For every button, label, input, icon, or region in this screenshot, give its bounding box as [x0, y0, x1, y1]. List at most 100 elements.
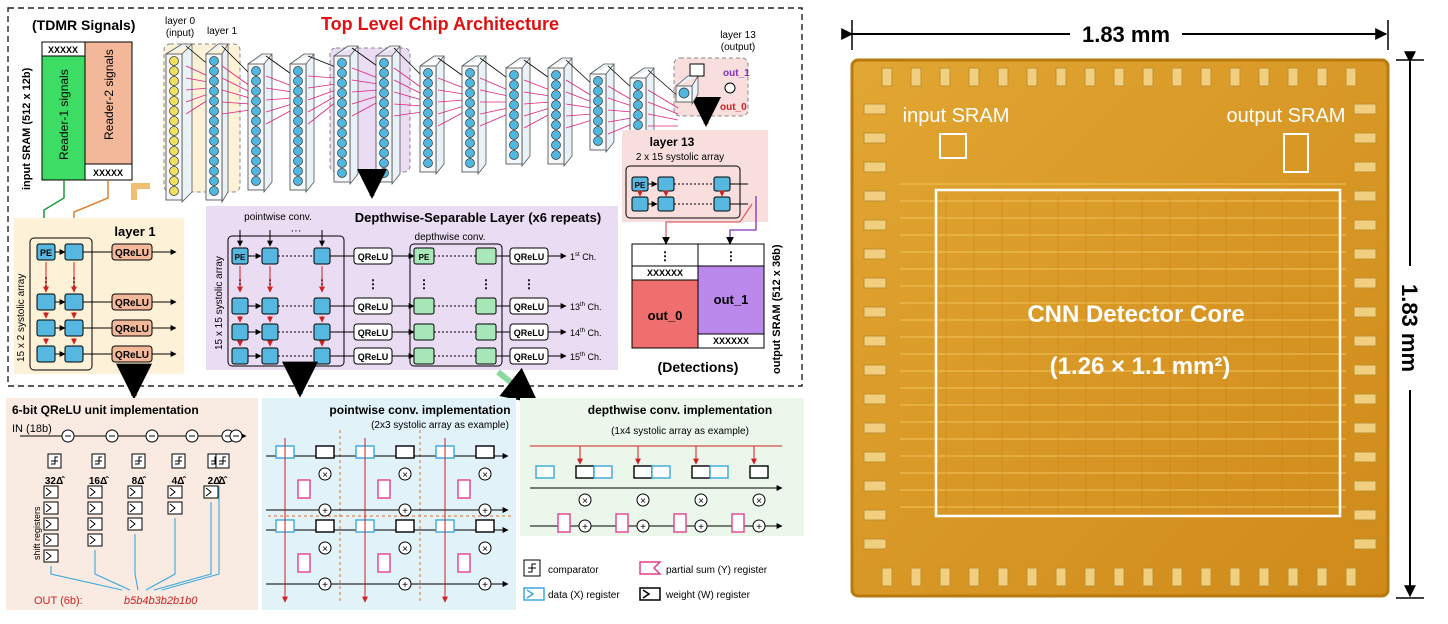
bond-pad [1316, 67, 1328, 87]
connection [565, 59, 595, 87]
detections-label: (Detections) [658, 359, 739, 375]
neuron [379, 128, 389, 138]
neuron [169, 86, 179, 96]
neuron [337, 168, 347, 178]
bond-pad [1316, 567, 1328, 587]
neuron [465, 128, 475, 138]
depthwise-cell [413, 347, 435, 365]
neuron [465, 158, 475, 168]
qrelu-label: QReLU [358, 252, 389, 262]
bond-pad [1258, 567, 1270, 587]
pointwise-impl-title: pointwise conv. implementation [329, 403, 510, 417]
output-sram-label: output SRAM (512 x 36b) [771, 244, 783, 374]
neuron [209, 186, 219, 196]
connection [185, 87, 209, 91]
data-register [535, 465, 555, 479]
connection [185, 65, 209, 77]
legend: comparator partial sum (Y) register data… [523, 559, 768, 601]
bond-pad [1353, 306, 1377, 318]
neuron [551, 130, 561, 140]
adder [478, 503, 492, 517]
connection [185, 77, 209, 83]
layer1-array-label: 15 x 2 systolic array [16, 274, 27, 362]
bond-pad [1353, 277, 1377, 289]
connection [607, 109, 633, 113]
neuron [293, 126, 303, 136]
connection [479, 57, 511, 81]
neuron [251, 126, 261, 136]
pe-cell [231, 347, 249, 365]
svg-text:⋮: ⋮ [725, 249, 737, 263]
depthwise-cell [475, 323, 497, 341]
out1-region [697, 265, 765, 335]
svg-text:×: × [482, 470, 488, 481]
connection [265, 97, 293, 101]
pe-cell [231, 297, 249, 315]
weight-register [395, 519, 415, 533]
neuron [551, 140, 561, 150]
threshold-label: 8Δ̂ [132, 476, 147, 487]
qrelu-label: QReLU [115, 324, 149, 335]
qrelu-label: QReLU [358, 352, 389, 362]
pe-cell [36, 319, 56, 337]
threshold-label: Δ̂ [218, 476, 227, 487]
connection [265, 87, 293, 93]
weight-register [575, 465, 595, 479]
pe-cell [64, 319, 84, 337]
connection [351, 89, 379, 93]
neuron [251, 66, 261, 76]
pe-cell [657, 196, 675, 212]
adder [318, 577, 332, 591]
neuron [379, 108, 389, 118]
neuron [509, 100, 519, 110]
psum-register [297, 479, 311, 499]
connection [523, 101, 551, 105]
bond-pad [863, 306, 887, 318]
bond-pad [939, 67, 951, 87]
svg-text:+: + [322, 506, 328, 517]
neuron [209, 176, 219, 186]
connection [523, 113, 551, 129]
svg-text:+: + [482, 506, 488, 517]
legend-comparator: comparator [548, 565, 599, 576]
neuron [337, 68, 347, 78]
neuron [251, 156, 261, 166]
svg-text:+: + [402, 580, 408, 591]
connection [351, 47, 381, 69]
neuron [551, 80, 561, 90]
connection [607, 97, 633, 107]
depthwise-cell [475, 247, 497, 265]
die-output-sram-label: output SRAM [1227, 105, 1346, 127]
svg-text:×: × [402, 470, 408, 481]
adder [318, 503, 332, 517]
adder [578, 519, 592, 533]
neuron [251, 136, 261, 146]
neuron [551, 110, 561, 120]
connection [565, 91, 593, 103]
neuron [251, 86, 261, 96]
neuron [251, 76, 261, 86]
bond-pad [863, 248, 887, 260]
bond-pad [1229, 567, 1241, 587]
multiplier [636, 493, 650, 507]
reader1-region [41, 55, 86, 181]
multiplier [318, 467, 332, 481]
neuron [465, 78, 475, 88]
weight-register [315, 445, 335, 459]
neuron [423, 128, 433, 138]
neuron [423, 88, 433, 98]
neuron [593, 86, 603, 96]
neuron [293, 116, 303, 126]
depthwise-impl: depthwise conv. implementation (1x4 syst… [520, 398, 804, 536]
svg-text:+: + [402, 506, 408, 517]
pe-cell [64, 293, 84, 311]
connection [393, 47, 425, 79]
connection [523, 59, 553, 81]
bond-pad [1171, 67, 1183, 87]
neuron [379, 148, 389, 158]
pe-label: PE [235, 253, 246, 262]
neuron [465, 118, 475, 128]
neuron [379, 58, 389, 68]
